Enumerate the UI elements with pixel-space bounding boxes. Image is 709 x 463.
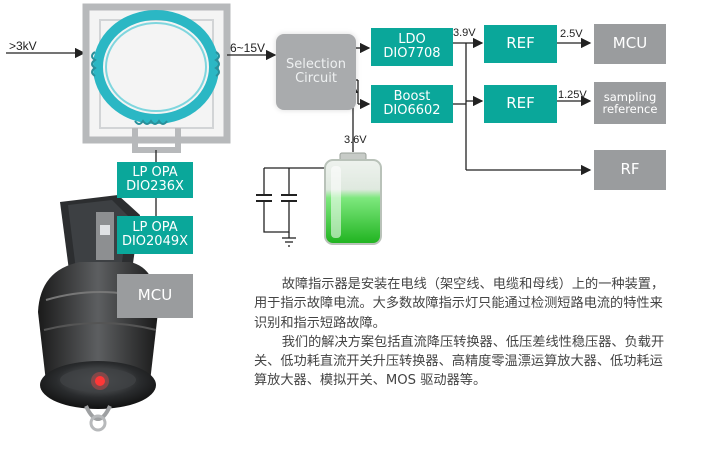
ground-icon [282, 237, 296, 247]
description-text: 故障指示器是安装在电线（架空线、电缆和母线）上的一种装置，用于指示故障电流。大多… [254, 275, 674, 391]
ref-mid-output-voltage-label: 1.25V [558, 89, 587, 101]
boost-line2: DIO6602 [383, 103, 441, 118]
boost-block: Boost DIO6602 [371, 85, 453, 123]
capacitor-icon [256, 167, 328, 238]
sampling-reference-block: sampling reference [594, 82, 666, 124]
lp-opa-2-line2: DIO2049X [121, 234, 189, 249]
mcu-bottom-block: MCU [117, 274, 193, 318]
selection-circuit-block: Selection Circuit [276, 34, 356, 110]
description-paragraph-2: 我们的解决方案包括直流降压转换器、低压差线性稳压器、负载开关、低功耗直流开关升压… [254, 334, 665, 389]
transformer-output-voltage-label: 6~15V [230, 41, 266, 55]
ldo-output-voltage-label: 3.9V [453, 27, 476, 39]
ldo-line1: LDO [398, 32, 426, 48]
sampling-reference-line1: sampling [603, 89, 657, 104]
lp-opa-1-block: LP OPA DIO236X [117, 162, 193, 198]
mcu-top-block: MCU [594, 24, 666, 64]
selection-circuit-line1: Selection [286, 57, 346, 73]
ref-mid-block: REF [484, 85, 557, 123]
lp-opa-2-line1: LP OPA [132, 220, 178, 236]
description-paragraph-1: 故障指示器是安装在电线（架空线、电缆和母线）上的一种装置，用于指示故障电流。大多… [254, 277, 665, 331]
ref-top-output-voltage-label: 2.5V [560, 28, 583, 40]
input-voltage-label: >3kV [9, 39, 37, 53]
selection-circuit-line2: Circuit [295, 71, 337, 86]
lp-opa-2-block: LP OPA DIO2049X [117, 216, 193, 254]
lp-opa-1-line2: DIO236X [126, 179, 184, 194]
current-transformer-icon [82, 3, 231, 153]
lp-opa-1-line1: LP OPA [132, 165, 178, 181]
boost-line1: Boost [393, 89, 431, 105]
rf-block: RF [594, 150, 666, 190]
battery-icon [324, 152, 382, 245]
sampling-reference-line2: reference [602, 102, 658, 116]
ldo-line2: DIO7708 [383, 46, 441, 61]
ref-top-block: REF [484, 25, 557, 63]
battery-voltage-label: 3.6V [344, 134, 367, 146]
ldo-block: LDO DIO7708 [371, 28, 453, 66]
